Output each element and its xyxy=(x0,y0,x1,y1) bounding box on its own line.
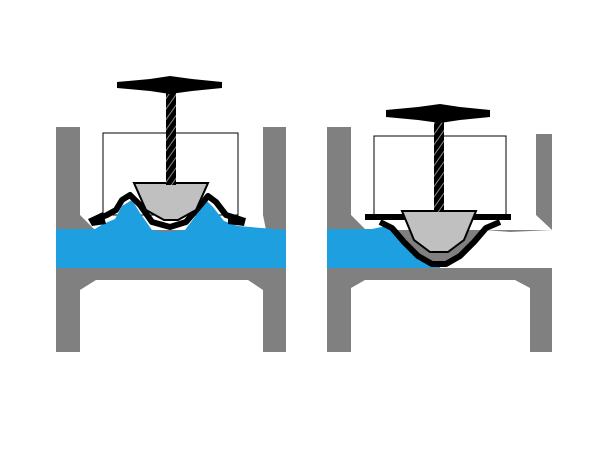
valve-open xyxy=(56,76,286,352)
outlet-empty xyxy=(440,230,552,268)
body-floor xyxy=(327,268,552,280)
compressor xyxy=(132,182,210,221)
body-floor xyxy=(56,268,286,280)
fluid-flow xyxy=(56,200,286,268)
handwheel-icon xyxy=(117,76,222,94)
threaded-stem-icon xyxy=(434,118,444,212)
fluid-inlet xyxy=(327,226,440,268)
diaphragm xyxy=(90,192,243,230)
compressor xyxy=(400,210,478,253)
threaded-stem-icon xyxy=(166,93,176,185)
diaphragm-edge-left xyxy=(88,212,106,226)
handwheel-icon xyxy=(386,104,490,123)
diaphragm xyxy=(378,219,502,267)
valve-closed xyxy=(327,104,552,352)
diaphragm-edge-right xyxy=(228,214,246,226)
